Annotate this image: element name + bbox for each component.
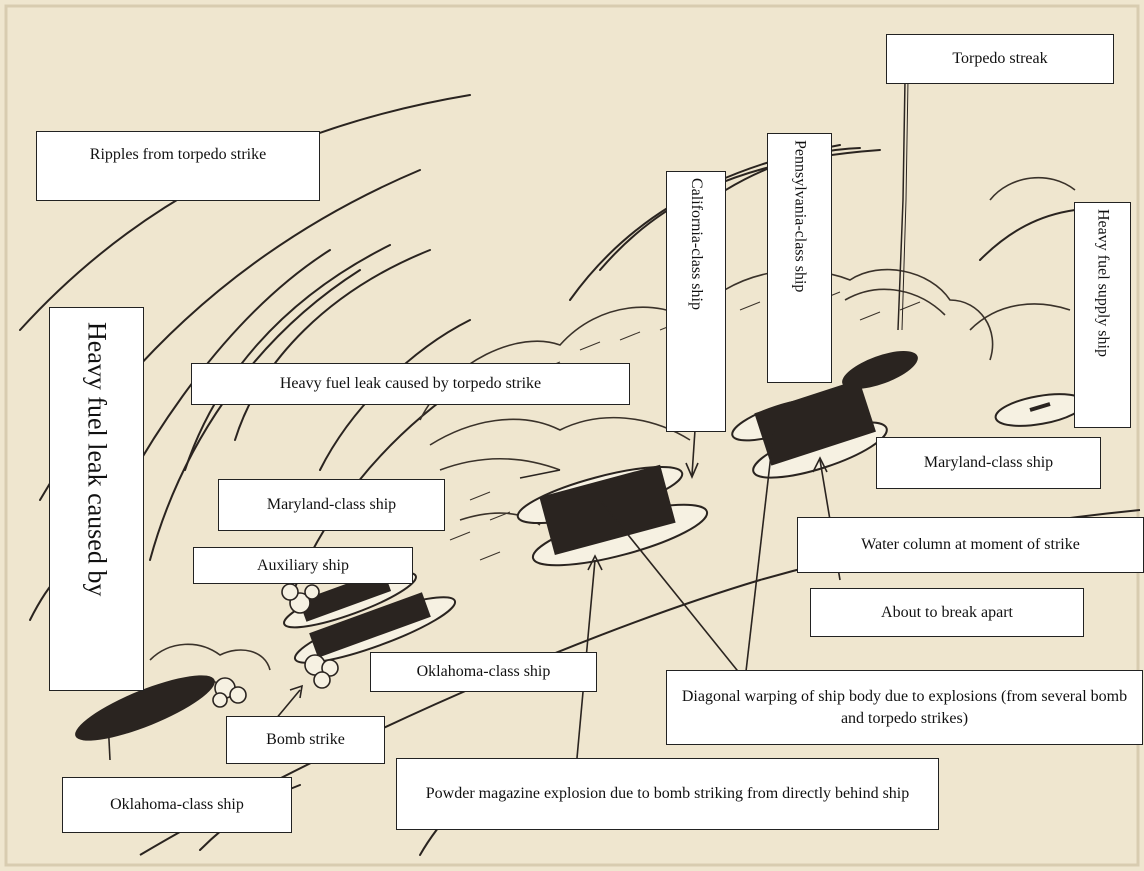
- label-diagonal-warping: Diagonal warping of ship body due to exp…: [666, 670, 1143, 745]
- label-oklahoma-class-ship-mid: Oklahoma-class ship: [370, 652, 597, 692]
- label-powder-magazine: Powder magazine explosion due to bomb st…: [396, 758, 939, 830]
- label-maryland-class-ship-right: Maryland-class ship: [876, 437, 1101, 489]
- label-bomb-strike: Bomb strike: [226, 716, 385, 764]
- label-heavy-fuel-leak-vertical: Heavy fuel leak caused by: [49, 307, 144, 691]
- label-heavy-fuel-supply-ship: Heavy fuel supply ship: [1074, 202, 1131, 428]
- label-water-column: Water column at moment of strike: [797, 517, 1144, 573]
- label-heavy-fuel-leak: Heavy fuel leak caused by torpedo strike: [191, 363, 630, 405]
- label-california-class-ship: California-class ship: [666, 171, 726, 432]
- label-oklahoma-class-ship-bottom: Oklahoma-class ship: [62, 777, 292, 833]
- label-ripples: Ripples from torpedo strike: [36, 131, 320, 201]
- label-pennsylvania-class-ship: Pennsylvania-class ship: [767, 133, 832, 383]
- label-about-to-break-apart: About to break apart: [810, 588, 1084, 637]
- explosion-puffs: [212, 583, 339, 708]
- label-auxiliary-ship: Auxiliary ship: [193, 547, 413, 584]
- torpedo-streak-line: [897, 79, 906, 331]
- label-torpedo-streak: Torpedo streak: [886, 34, 1114, 84]
- ships: [75, 351, 1086, 741]
- label-maryland-class-ship-left: Maryland-class ship: [218, 479, 445, 531]
